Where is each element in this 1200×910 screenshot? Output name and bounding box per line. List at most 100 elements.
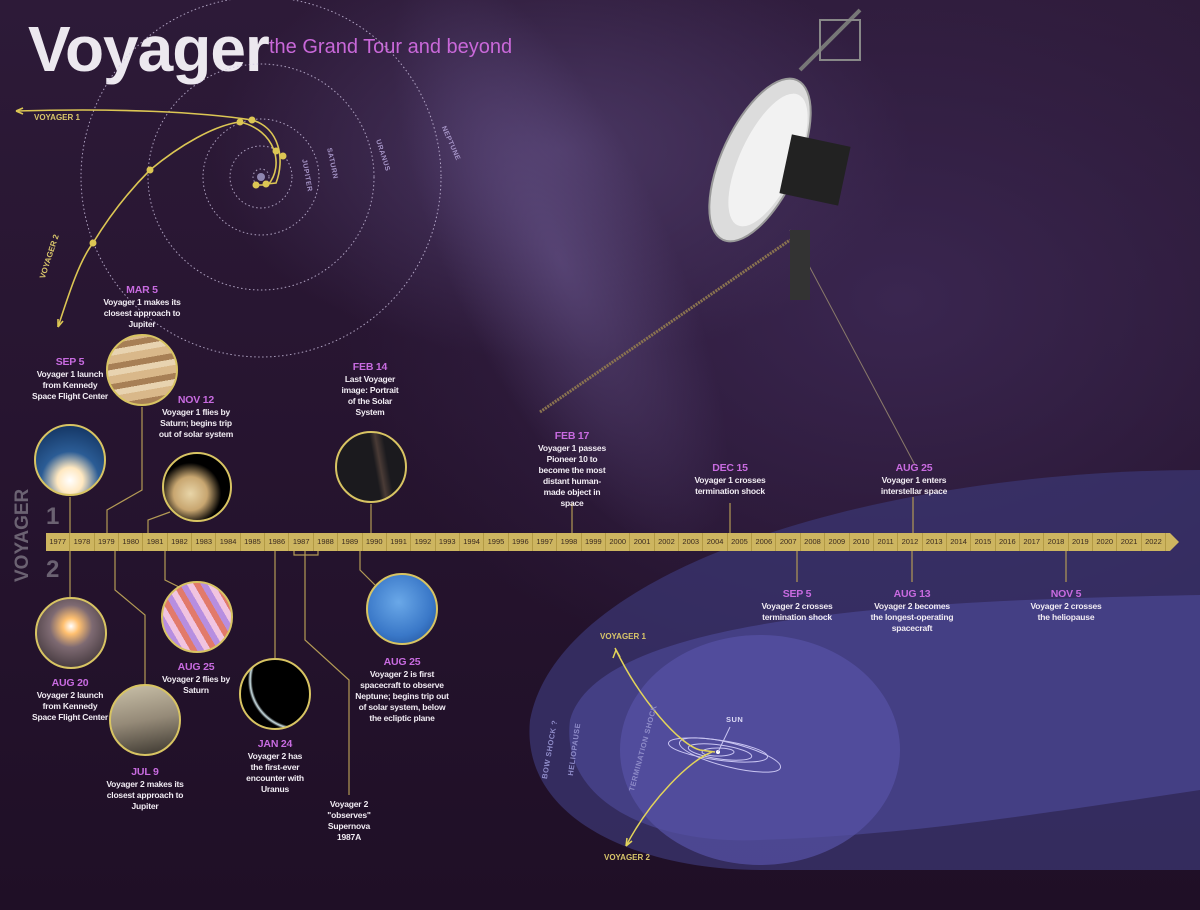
timeline-year: 2014 [947,533,972,551]
event-date: AUG 25 [383,656,421,668]
event-text: Voyager 2 makes its closest approach to … [106,779,184,811]
voyager1-trajectory [15,109,281,185]
event-date: SEP 5 [782,588,812,600]
timeline-year: 2011 [874,533,899,551]
timeline-year: 2016 [996,533,1020,551]
event-text: Voyager 2 crosses termination shock [761,601,833,622]
timeline-year: 1994 [460,533,485,551]
timeline-year: 2005 [728,533,753,551]
timeline-year: 2013 [923,533,947,551]
event-date: FEB 17 [554,430,590,442]
timeline-year: 1989 [338,533,363,551]
timeline-year: 2003 [679,533,704,551]
uranus-photo [239,658,311,730]
timeline-year: 1990 [363,533,387,551]
timeline-year: 2001 [630,533,655,551]
voyager1-side-number: 1 [46,503,60,530]
event-date: DEC 15 [712,462,748,474]
timeline-year: 1998 [557,533,582,551]
saturn-photo-v1 [162,452,232,522]
heliosphere-voyager2-label: VOYAGER 2 [604,853,650,862]
heliosphere-diagram [529,470,1200,870]
event-date: AUG 20 [51,677,89,689]
page-title: Voyager [28,13,270,85]
timeline-year: 1993 [436,533,460,551]
timeline-year: 1981 [143,533,168,551]
neptune-photo [366,573,438,645]
voyager1-launch-photo [34,424,106,496]
voyager-spacecraft [539,8,916,466]
event-date: SEP 5 [55,356,85,368]
event-text: Voyager 1 makes its closest approach to … [103,297,181,329]
timeline-year: 2020 [1093,533,1118,551]
voyager1-trajectory-label: VOYAGER 1 [34,113,80,122]
voyager2-launch-photo [35,597,107,669]
timeline-year: 2019 [1069,533,1094,551]
timeline-year: 1980 [119,533,144,551]
page-subtitle: the Grand Tour and beyond [269,36,513,58]
timeline-year: 2021 [1117,533,1142,551]
timeline-year: 2022 [1142,533,1167,551]
jupiter-photo-v1 [106,334,178,406]
timeline-year: 1978 [70,533,95,551]
timeline-year: 1985 [241,533,266,551]
voyager-side-label: VOYAGER [12,488,33,582]
timeline-year: 1991 [387,533,412,551]
timeline-year: 1999 [582,533,607,551]
event-text: Voyager 1 enters interstellar space [880,475,948,496]
event-text: Voyager 2 becomes the longest-operating … [870,601,954,633]
sun-label: SUN [726,715,744,724]
heliosphere-voyager1-label: VOYAGER 1 [600,632,646,641]
event-date: NOV 12 [177,394,215,406]
timeline-year: 1996 [509,533,533,551]
timeline-year: 2009 [825,533,850,551]
event-text: Voyager 2 flies by Saturn [161,674,231,695]
timeline-year: 1997 [533,533,558,551]
saturn-photo-v2 [161,581,233,653]
event-date: NOV 5 [1050,588,1082,600]
orbit-uranus [147,63,375,291]
timeline-year: 1988 [314,533,339,551]
timeline-year: 1977 [46,533,71,551]
timeline-year: 1992 [411,533,436,551]
timeline-year: 2000 [606,533,631,551]
event-text: Last Voyager image: Portrait of the Sola… [341,374,399,417]
timeline-year: 1995 [484,533,509,551]
event-text: Voyager 1 flies by Saturn; begins trip o… [158,407,234,439]
orbit-jupiter [229,145,293,209]
event-text: Voyager 2 has the first-ever encounter w… [246,751,304,794]
orbit-saturn [202,118,320,236]
timeline-year: 2007 [777,533,801,551]
timeline-year: 2017 [1020,533,1045,551]
voyager2-side-number: 2 [46,556,60,583]
event-date: AUG 13 [893,588,931,600]
event-text: Voyager 1 passes Pioneer 10 to become th… [538,443,606,508]
pale-blue-dot-photo [335,431,407,503]
event-date: JUL 9 [131,766,159,778]
event-text: Voyager 2 crosses the heliopause [1030,601,1102,622]
event-date: JAN 24 [257,738,293,750]
timeline-year: 2010 [850,533,874,551]
event-text: Voyager 1 crosses termination shock [694,475,766,496]
sun-dot [257,173,265,181]
timeline-year: 2004 [703,533,728,551]
timeline-year: 1987 [290,533,314,551]
event-text: Voyager 2 is first spacecraft to observe… [355,669,449,723]
milky-way [391,0,729,554]
orbit-neptune [80,0,442,358]
event-date: AUG 25 [177,661,215,673]
timeline-year: 2018 [1044,533,1069,551]
